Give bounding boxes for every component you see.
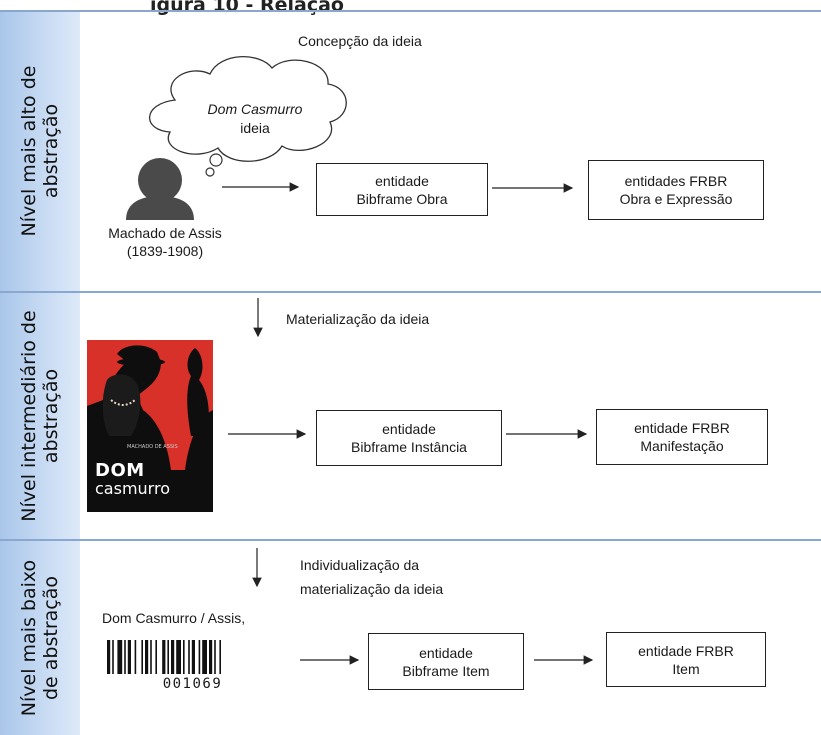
book-cover-image: MACHADO DE ASSIS DOM casmurro — [87, 340, 213, 512]
box-frbr-item: entidade FRBR Item — [606, 632, 766, 687]
box-frbr-item-line2: Item — [672, 660, 700, 677]
divider-top — [0, 10, 821, 12]
box-bibframe-instancia: entidade Bibframe Instância — [316, 410, 502, 466]
author-dates: (1839-1908) — [126, 243, 204, 259]
level-band-intermediate: Nível intermediário de abstração — [0, 292, 80, 540]
cover-title-dom: DOM — [95, 460, 145, 481]
box-frbr-obra-line1: entidades FRBR — [624, 173, 728, 189]
cover-title-casmurro: casmurro — [95, 479, 170, 498]
box-frbr-obra-line2: Obra e Expressão — [619, 191, 733, 207]
box-bibframe-obra-line1: entidade — [375, 172, 429, 189]
box-frbr-manifestacao: entidade FRBR Manifestação — [596, 409, 768, 465]
caption-conception: Concepção da ideia — [298, 33, 422, 49]
thought-cloud-icon — [148, 56, 347, 177]
box-frbr-obra-expressao: entidades FRBR Obra e Expressão — [588, 160, 764, 220]
caption-individualization-1: Individualização da — [300, 557, 420, 573]
box-bibframe-item: entidade Bibframe Item — [368, 633, 524, 690]
thought-subtitle: ideia — [240, 120, 270, 136]
box-frbr-item-line1: entidade FRBR — [638, 642, 734, 659]
caption-individualization-2: materialização da ideia — [300, 581, 444, 597]
caption-materialization: Materialização da ideia — [286, 311, 430, 327]
divider-1 — [0, 291, 821, 293]
box-bibframe-item-line1: entidade — [419, 644, 473, 661]
box-frbr-manifestacao-line1: entidade FRBR — [634, 420, 730, 436]
figure-title: igura 10 - Relação — [150, 0, 344, 16]
author-name: Machado de Assis — [108, 225, 222, 241]
cover-author: MACHADO DE ASSIS — [127, 444, 178, 450]
level-band-high: Nível mais alto de abstração — [0, 10, 80, 292]
barcode-icon — [107, 640, 221, 674]
person-icon — [126, 158, 194, 220]
level-band-low: Nível mais baixo de abstração — [0, 540, 80, 735]
box-bibframe-instancia-line2: Bibframe Instância — [351, 439, 467, 455]
box-bibframe-instancia-line1: entidade — [382, 421, 436, 437]
box-bibframe-item-line2: Bibframe Item — [402, 662, 490, 679]
divider-2 — [0, 539, 821, 541]
box-frbr-manifestacao-line2: Manifestação — [640, 438, 724, 454]
barcode-number: 001069 — [162, 676, 223, 692]
thought-title: Dom Casmurro — [207, 101, 303, 117]
box-bibframe-obra-line2: Bibframe Obra — [356, 190, 448, 207]
item-label: Dom Casmurro / Assis, — [102, 610, 246, 626]
box-bibframe-obra: entidade Bibframe Obra — [316, 163, 488, 216]
